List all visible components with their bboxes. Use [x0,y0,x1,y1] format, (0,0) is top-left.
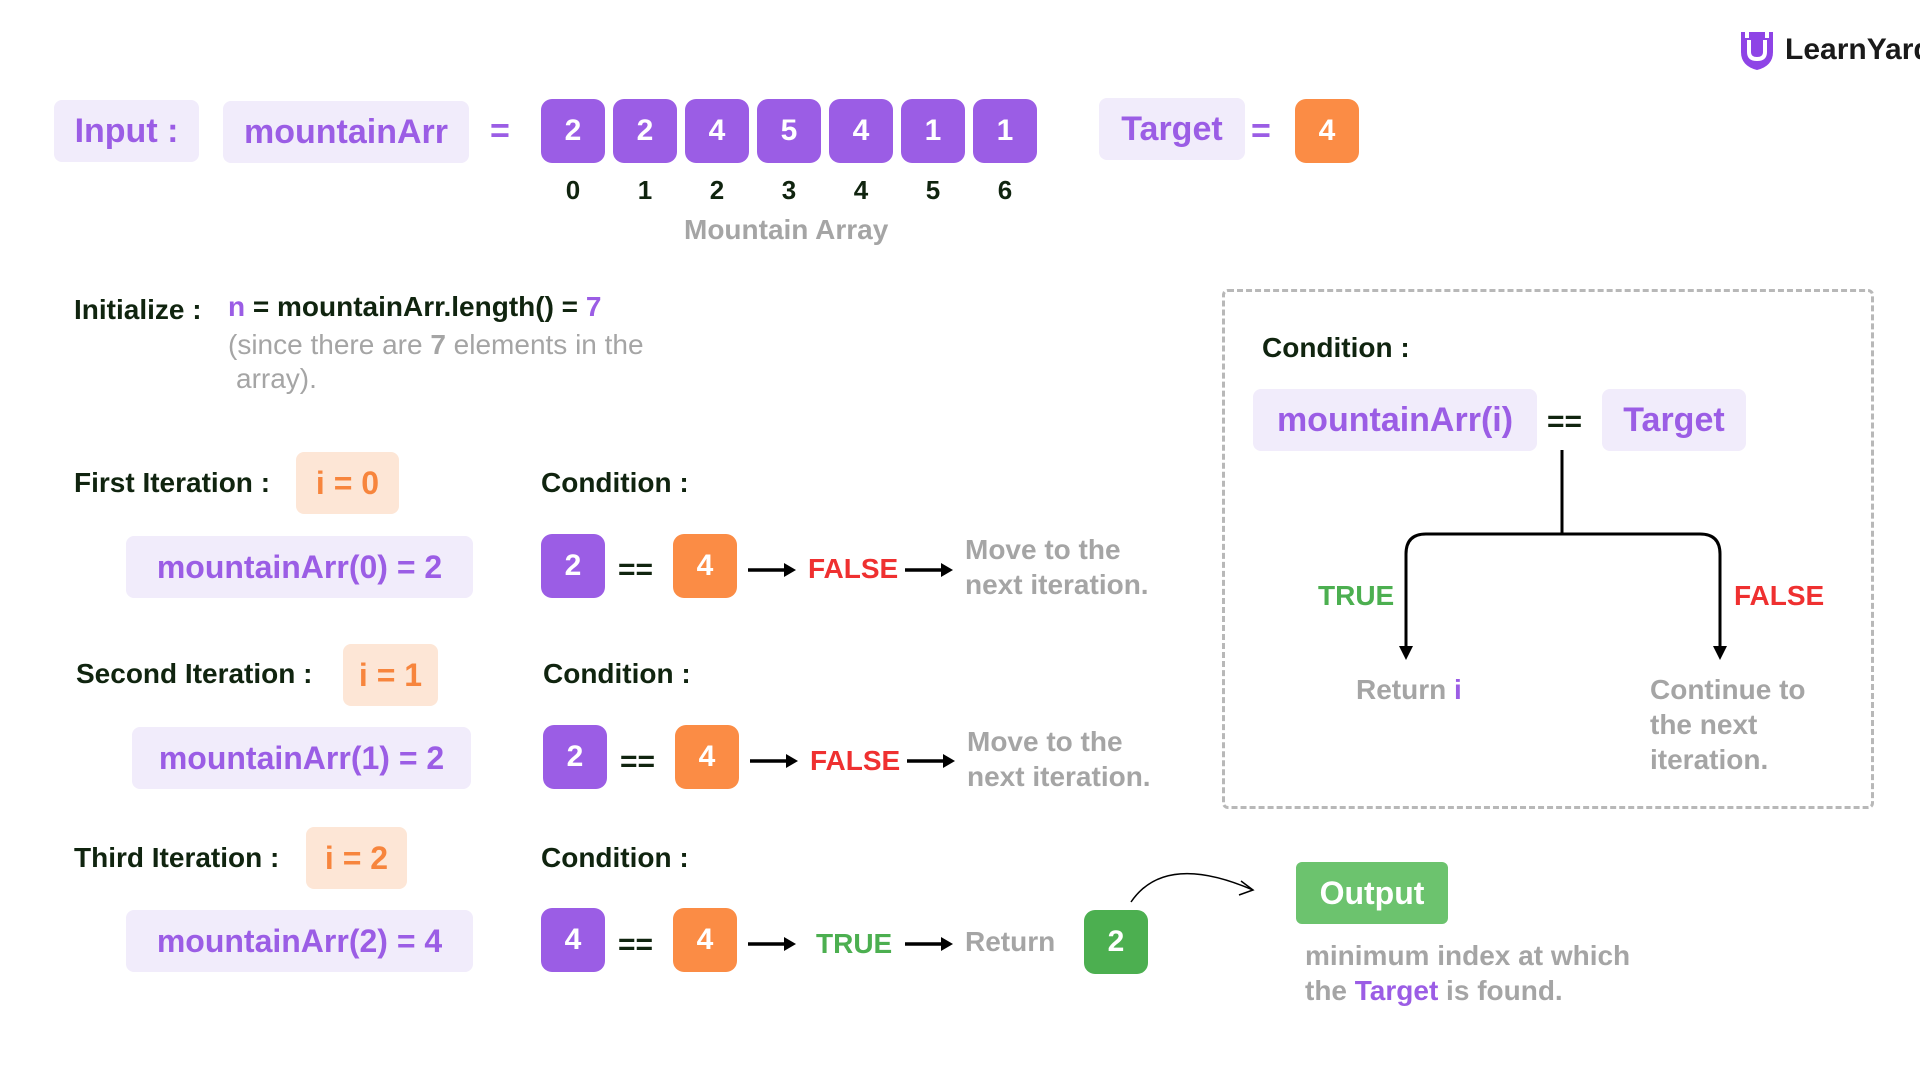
iteration-3-right: 4 [673,908,737,972]
iteration-3-op: == [618,928,654,961]
condition-panel-false-action: Continue to the next iteration. [1650,672,1806,777]
array-caption: Mountain Array [684,214,889,245]
iteration-1-action-line2: next iteration. [965,569,1149,600]
condition-panel-true: TRUE [1318,580,1395,611]
output-description: minimum index at which the Target is fou… [1305,938,1630,1008]
initialize-note: (since there are 7 elements in the array… [228,328,644,396]
note-pre: (since there are [228,329,431,360]
note-number: 7 [430,329,446,360]
iteration-1-result: FALSE [808,553,899,584]
output-target-highlight: Target [1354,975,1439,1006]
condition-panel-op: == [1547,405,1583,438]
condition-panel [1222,289,1874,809]
n-variable: n [228,291,246,322]
output-line2-post: is found. [1438,975,1563,1006]
iteration-2-arrow-2 [907,754,955,768]
iteration-2-action-line1: Move to the [967,726,1123,757]
iteration-1-action-line1: Move to the [965,534,1121,565]
length-value: 7 [585,291,602,322]
brand-logo: LearnYard [1737,28,1920,72]
array-cell: 2 [613,99,677,163]
brand-name: LearnYard [1785,33,1920,66]
iteration-1-left: 2 [541,534,605,598]
array-cell: 5 [757,99,821,163]
iteration-1-op: == [618,553,654,586]
iteration-2-i: i = 1 [343,644,438,706]
initialize-expression: n = mountainArr.length() = 7 [228,291,601,323]
target-value: 4 [1295,99,1359,163]
input-label: Input : [54,100,199,162]
length-expression: = mountainArr.length() = [245,291,586,322]
continue-line3: iteration. [1650,744,1769,775]
iteration-1-condition-label: Condition : [541,467,689,498]
iteration-3-return-value: 2 [1084,910,1148,974]
iteration-2-op: == [620,745,656,778]
array-name: mountainArr [223,101,469,163]
array-cell: 1 [973,99,1037,163]
return-var: i [1454,674,1462,705]
target-label: Target [1099,98,1245,160]
condition-panel-true-action: Return i [1356,672,1462,707]
iteration-3-title: Third Iteration : [74,842,280,873]
output-curved-arrow [1130,872,1255,903]
iteration-1-arrow-1 [748,563,796,577]
iteration-2-action: Move to the next iteration. [967,724,1151,794]
output-badge: Output [1296,862,1448,924]
iteration-2-condition-label: Condition : [543,658,691,689]
initialize-label: Initialize : [74,294,202,325]
iteration-3-expr: mountainArr(2) = 4 [126,910,473,972]
iteration-2-action-line2: next iteration. [967,761,1151,792]
condition-panel-right: Target [1602,389,1746,451]
iteration-2-result: FALSE [810,745,901,776]
array-cell: 4 [829,99,893,163]
array-cell: 4 [685,99,749,163]
output-line2: the Target is found. [1305,973,1630,1008]
output-line2-pre: the [1305,975,1355,1006]
iteration-1-title: First Iteration : [74,467,271,498]
array-index: 1 [637,175,653,205]
iteration-3-arrow-1 [748,937,796,951]
target-equals: = [1251,112,1271,150]
note-line2: array). [236,363,317,394]
continue-line2: the next [1650,709,1758,740]
iteration-2-right: 4 [675,725,739,789]
iteration-1-i: i = 0 [296,452,399,514]
iteration-2-arrow-1 [750,754,798,768]
condition-panel-false: FALSE [1734,580,1825,611]
iteration-2-expr: mountainArr(1) = 2 [132,727,471,789]
iteration-1-expr: mountainArr(0) = 2 [126,536,473,598]
iteration-3-result: TRUE [816,928,893,959]
iteration-2-title: Second Iteration : [76,658,313,689]
array-index: 6 [997,175,1013,205]
iteration-3-condition-label: Condition : [541,842,689,873]
array-index: 4 [853,175,869,205]
array-cell: 2 [541,99,605,163]
condition-panel-branches [1399,450,1727,660]
output-line1: minimum index at which [1305,940,1631,971]
iteration-3-left: 4 [541,908,605,972]
iteration-2-left: 2 [543,725,607,789]
iteration-3-arrow-2 [905,937,953,951]
array-index: 0 [565,175,581,205]
iteration-3-action: Return [965,926,1056,957]
condition-panel-left: mountainArr(i) [1253,389,1537,451]
learnyard-logo-icon [1741,32,1773,70]
array-index: 3 [781,175,797,205]
array-cell: 1 [901,99,965,163]
return-text: Return [1356,674,1454,705]
iteration-1-arrow-2 [905,563,953,577]
condition-panel-title: Condition : [1262,332,1410,363]
array-index: 2 [709,175,725,205]
array-index: 5 [925,175,941,205]
input-equals: = [490,112,510,150]
iteration-3-i: i = 2 [306,827,407,889]
continue-line1: Continue to [1650,674,1806,705]
iteration-1-right: 4 [673,534,737,598]
iteration-1-action: Move to the next iteration. [965,532,1149,602]
note-post: elements in the [445,329,644,360]
